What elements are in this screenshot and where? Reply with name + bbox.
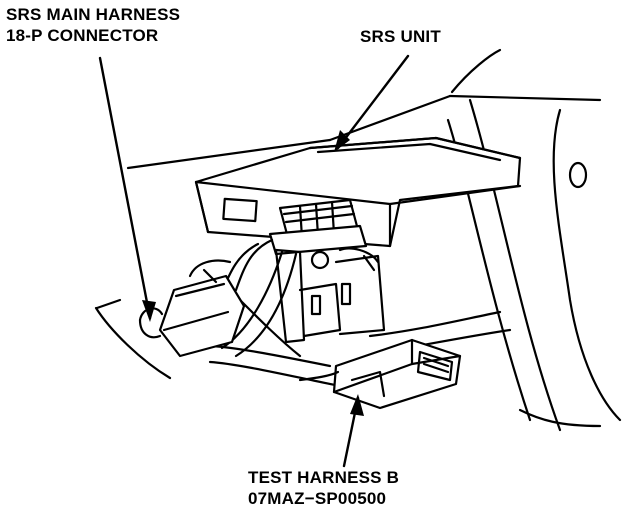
srs-unit-label: SRS UNIT (360, 26, 441, 47)
leader-lines (98, 54, 410, 468)
mounting-bracket (274, 247, 386, 344)
panel-hole (568, 161, 588, 189)
leader-arrowheads (142, 130, 364, 416)
test-harness-label: TEST HARNESS B 07MAZ−SP00500 (248, 467, 399, 509)
test-harness-label-line1: TEST HARNESS B (248, 468, 400, 487)
srs-unit-box (194, 136, 522, 248)
unit-connector (268, 198, 368, 256)
test-harness-connector (298, 338, 462, 410)
test-harness-label-line2: 07MAZ−SP00500 (248, 489, 387, 508)
main-harness-label-line1: SRS MAIN HARNESS (6, 5, 181, 24)
main-harness-connector (138, 259, 246, 358)
main-harness-connector-label: SRS MAIN HARNESS 18-P CONNECTOR (6, 4, 180, 46)
main-harness-label-line2: 18-P CONNECTOR (6, 26, 159, 45)
srs-unit-label-text: SRS UNIT (360, 27, 441, 46)
